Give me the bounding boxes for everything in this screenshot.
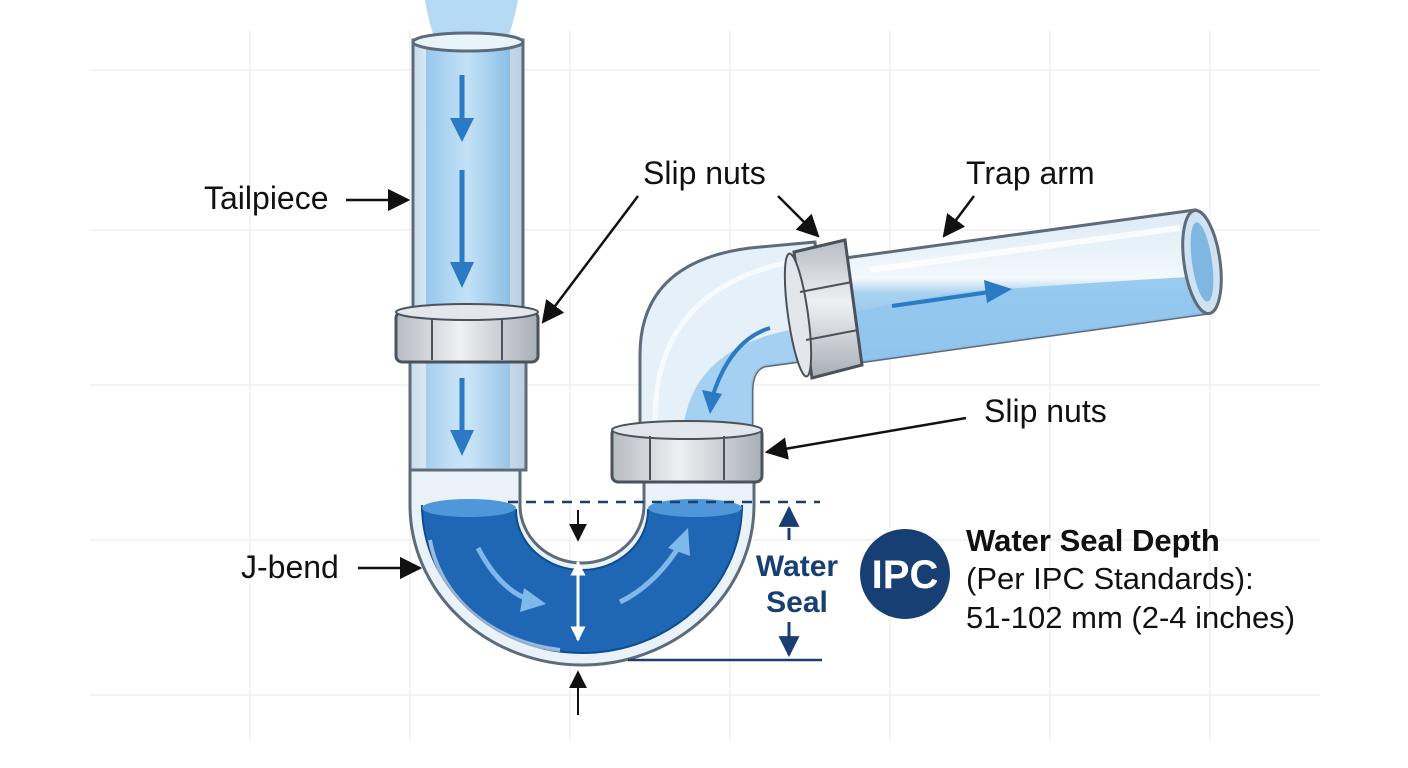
label-tailpiece: Tailpiece — [204, 180, 329, 216]
slip-nut-tailpiece — [394, 303, 540, 364]
water-seal-measure — [508, 500, 822, 715]
water-seal-label-line1: Water — [756, 550, 839, 583]
label-slip-nuts-right: Slip nuts — [984, 393, 1107, 429]
ipc-badge: IPC — [860, 529, 950, 619]
flow-arrows-down — [450, 75, 474, 456]
trap-arm-pipe — [843, 208, 1223, 364]
leader-slip-nuts-right — [764, 416, 967, 460]
label-j-bend: J-bend — [241, 549, 339, 585]
water-seal-label-line2: Seal — [766, 586, 828, 619]
elbow-pipe — [638, 240, 827, 434]
standard-title: Water Seal Depth — [966, 523, 1220, 558]
flow-arrow-trap-arm — [891, 280, 1012, 308]
label-slip-nuts-top: Slip nuts — [643, 155, 766, 191]
label-trap-arm: Trap arm — [966, 155, 1095, 191]
j-bend-pipe — [408, 468, 756, 667]
standard-line1: (Per IPC Standards): — [966, 561, 1254, 596]
standard-line2: 51-102 mm (2-4 inches) — [966, 600, 1295, 635]
slip-nut-j-bend — [610, 420, 764, 484]
leader-trap-arm — [942, 195, 975, 238]
leader-slip-nuts-top — [541, 195, 639, 324]
slip-nut-trap-arm — [783, 238, 864, 380]
leader-slip-nuts-arm — [777, 195, 820, 238]
leader-lines — [346, 188, 975, 580]
tailpiece-pipe — [408, 31, 528, 472]
flow-arrow-elbow — [702, 326, 771, 414]
ipc-badge-text: IPC — [872, 553, 939, 597]
background-grid — [90, 30, 1320, 740]
flow-arrows-jbend — [475, 528, 690, 612]
